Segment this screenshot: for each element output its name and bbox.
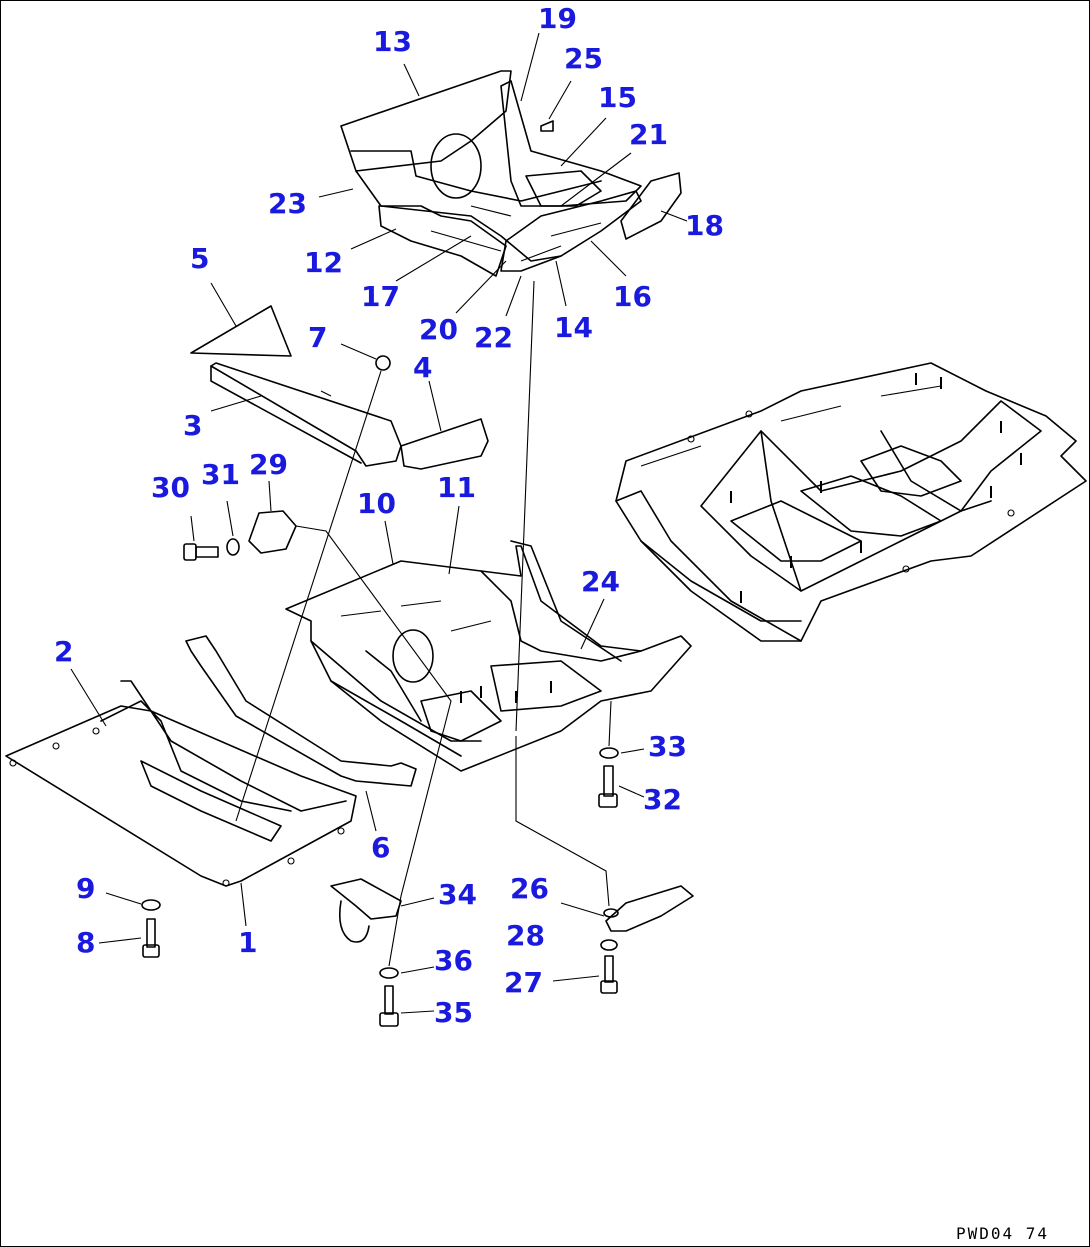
- parts-29-30-31: [183, 510, 297, 561]
- callout-21: 21: [629, 118, 668, 151]
- callout-7: 7: [308, 321, 327, 354]
- part-1-2-bottom-plate: [5, 680, 357, 887]
- callout-8: 8: [76, 926, 95, 959]
- callout-24: 24: [581, 565, 620, 598]
- leader-lines: [70, 32, 688, 1014]
- callout-32: 32: [643, 783, 682, 816]
- hardware-bolts-washers: [141, 747, 619, 1027]
- callout-36: 36: [434, 944, 473, 977]
- part-26-28-bracket: [605, 885, 694, 932]
- callout-17: 17: [361, 280, 400, 313]
- callout-29: 29: [249, 448, 288, 481]
- part-34-bracket: [330, 878, 402, 943]
- callout-labels: 13 19 25 15 21 23 18 12 5 17 16 20 14 22…: [54, 2, 724, 1029]
- callout-13: 13: [373, 25, 412, 58]
- callout-28: 28: [506, 919, 545, 952]
- callout-35: 35: [434, 996, 473, 1029]
- assembled-floor-frame-view: [615, 362, 1087, 642]
- part-5-triangle-plate: [190, 305, 292, 357]
- callout-2: 2: [54, 635, 73, 668]
- callout-18: 18: [685, 209, 724, 242]
- callout-1: 1: [238, 926, 257, 959]
- callout-14: 14: [554, 311, 593, 344]
- callout-5: 5: [190, 242, 209, 275]
- callout-3: 3: [183, 409, 202, 442]
- callout-23: 23: [268, 187, 307, 220]
- upper-cover-assembly: [340, 70, 682, 277]
- callout-9: 9: [76, 872, 95, 905]
- callout-25: 25: [564, 42, 603, 75]
- callout-15: 15: [598, 81, 637, 114]
- drawing-code: PWD04 74: [956, 1224, 1049, 1243]
- main-floor-frame: [285, 540, 692, 772]
- callout-27: 27: [504, 966, 543, 999]
- callout-20: 20: [419, 313, 458, 346]
- callout-31: 31: [201, 458, 240, 491]
- callout-10: 10: [357, 487, 396, 520]
- callout-6: 6: [371, 831, 390, 864]
- part-6-long-bracket: [185, 635, 417, 787]
- callout-26: 26: [510, 872, 549, 905]
- callout-19: 19: [538, 2, 577, 35]
- part-7-grommet: [375, 355, 391, 371]
- callout-30: 30: [151, 471, 190, 504]
- callout-34: 34: [438, 878, 477, 911]
- callout-12: 12: [304, 246, 343, 279]
- callout-4: 4: [413, 351, 432, 384]
- callout-16: 16: [613, 280, 652, 313]
- callout-33: 33: [648, 730, 687, 763]
- callout-11: 11: [437, 471, 476, 504]
- part-3-4-side-plates: [210, 362, 489, 470]
- callout-22: 22: [474, 321, 513, 354]
